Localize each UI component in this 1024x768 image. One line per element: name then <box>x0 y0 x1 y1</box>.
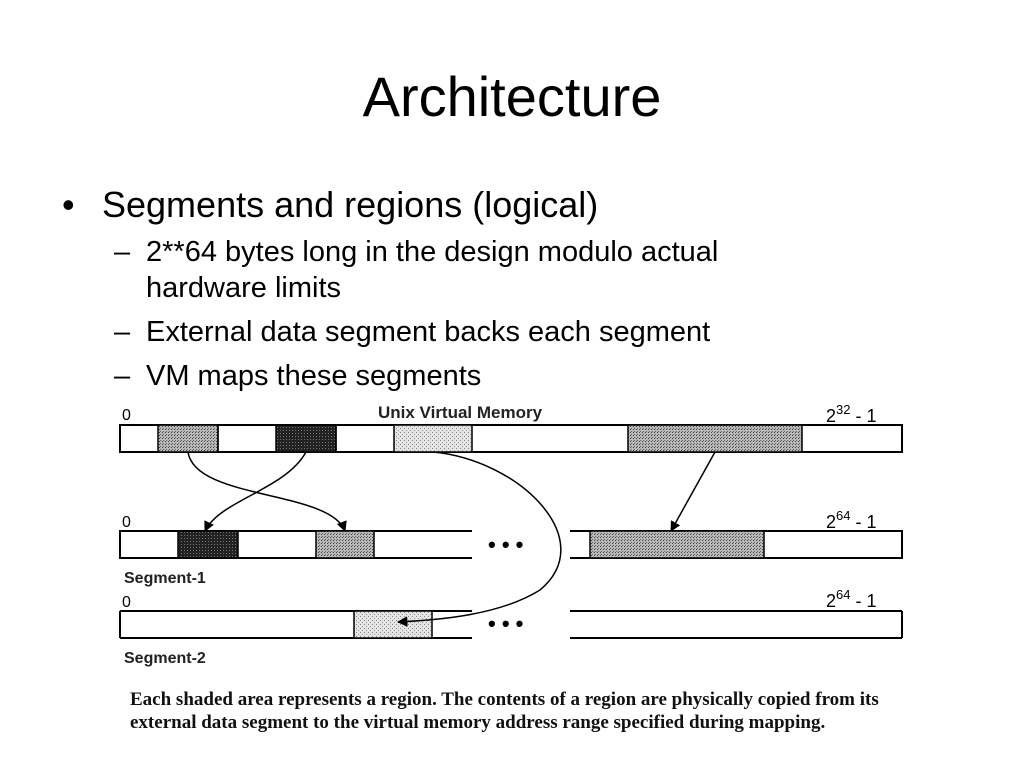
seg2-ellipsis: • • • <box>488 611 523 636</box>
sub-bullet-marker: – <box>114 236 131 268</box>
seg2-label: Segment-2 <box>124 650 206 667</box>
seg1-label: Segment-1 <box>124 570 206 587</box>
mapping-arrow <box>670 451 716 532</box>
seg2-end-label: 264 - 1 <box>826 587 877 611</box>
mapping-arrow <box>187 451 347 532</box>
top-start-label: 0 <box>122 407 131 424</box>
mapping-arrow <box>204 451 307 532</box>
seg1-end-label: 264 - 1 <box>826 508 877 532</box>
top-bar-title: Unix Virtual Memory <box>378 403 543 422</box>
segment-1-bar: 0 264 - 1 • • • Segment-1 <box>119 508 903 587</box>
seg1-ellipsis: • • • <box>488 532 523 557</box>
sub-bullet-text: VM maps these segments <box>146 360 482 392</box>
region-shaded <box>177 530 239 559</box>
mapping-arrow <box>396 451 562 627</box>
bullet-list: • Segments and regions (logical) – 2**64… <box>58 182 998 394</box>
top-end-label: 232 - 1 <box>826 402 877 426</box>
sub-bullet-item: – 2**64 bytes long in the design modulo … <box>58 234 826 306</box>
seg1-start-label: 0 <box>122 514 131 531</box>
slide-title: Architecture <box>362 65 662 128</box>
sub-bullet-item: – VM maps these segments <box>58 358 998 394</box>
sub-bullet-item: – External data segment backs each segme… <box>58 314 998 350</box>
sub-bullet-marker: – <box>114 316 131 348</box>
bullet-marker: • <box>62 184 75 225</box>
region-shaded <box>157 424 219 453</box>
region-shaded <box>275 424 337 453</box>
bullet-item: • Segments and regions (logical) <box>58 182 998 228</box>
sub-bullet-text: 2**64 bytes long in the design modulo ac… <box>146 236 719 304</box>
unix-virtual-memory-bar: 0 Unix Virtual Memory 232 - 1 <box>119 402 903 453</box>
region-shaded <box>315 530 375 559</box>
sub-bullet-text: External data segment backs each segment <box>146 316 711 348</box>
segment-2-bar: 0 264 - 1 • • • Segment-2 <box>119 587 903 667</box>
bullet-text: Segments and regions (logical) <box>102 184 599 225</box>
sub-bullet-marker: – <box>114 360 131 392</box>
region-shaded <box>627 424 803 453</box>
region-shaded <box>589 530 765 559</box>
figure-caption: Each shaded area represents a region. Th… <box>130 689 879 733</box>
seg2-start-label: 0 <box>122 594 131 611</box>
region-shaded <box>353 610 433 639</box>
mapping-arrows <box>187 451 716 627</box>
region-shaded <box>393 424 473 453</box>
